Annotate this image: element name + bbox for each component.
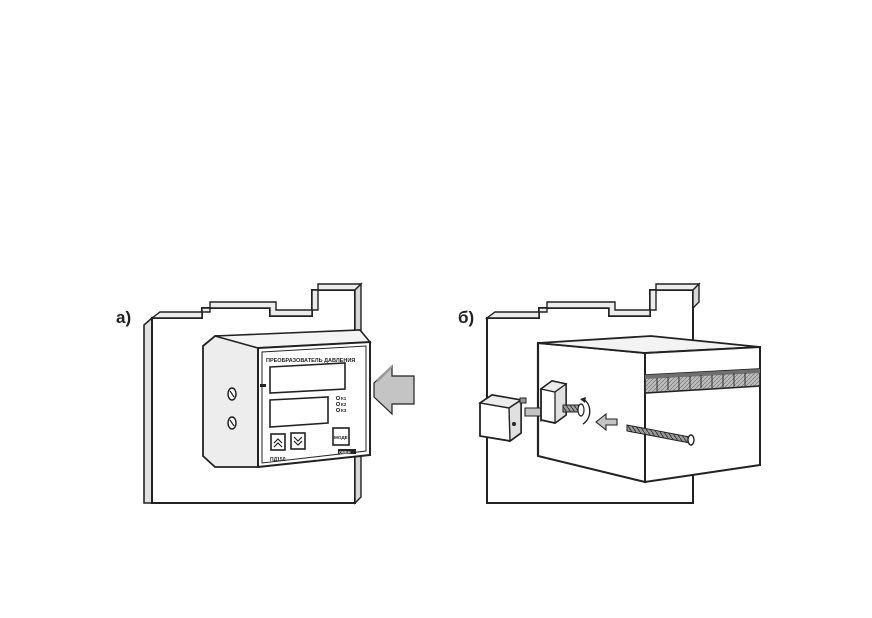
indicator-label-k1: К1	[341, 396, 347, 401]
device-mode-button: МОДЕ	[332, 427, 350, 446]
panel-a: а) ПРЕОБРАЗОВАТЕЛЬ ДАВЛЕНИЯ	[116, 282, 415, 505]
device-brand-badge	[338, 449, 356, 454]
device-left-led	[260, 384, 266, 387]
chevron-up-icon	[273, 438, 283, 448]
indicator-label-k3: К3	[341, 408, 347, 413]
panel-b: б)	[458, 282, 761, 504]
device-indicators: К1 К2 К3	[335, 395, 347, 413]
panel-b-mounting-clip	[478, 394, 527, 443]
panel-b-device-housing	[536, 335, 761, 484]
panel-b-arrow-2	[595, 412, 618, 432]
device-down-button	[290, 432, 306, 450]
indicator-label-k2: К2	[341, 402, 347, 407]
device-display-top	[269, 362, 346, 394]
panel-a-insert-arrow	[373, 364, 415, 416]
chevron-down-icon	[293, 436, 303, 446]
panel-b-terminal-strip	[644, 368, 761, 394]
device-display-bottom	[269, 396, 329, 428]
panel-b-label: б)	[458, 308, 474, 327]
panel-a-label: а)	[116, 308, 131, 327]
panel-b-screw	[626, 424, 695, 446]
panel-b-nut-block	[539, 380, 591, 425]
device-up-button	[270, 433, 286, 451]
panel-a-side-screws	[227, 387, 237, 430]
mode-button-label: МОДЕ	[334, 435, 348, 440]
device-header-text: ПРЕОБРАЗОВАТЕЛЬ ДАВЛЕНИЯ	[266, 358, 355, 364]
panel-a-device: ПРЕОБРАЗОВАТЕЛЬ ДАВЛЕНИЯ К1 К2 К3	[202, 329, 372, 469]
device-model-text: ПД150	[270, 457, 286, 463]
device-brand-text: ОВЕН	[339, 450, 351, 455]
